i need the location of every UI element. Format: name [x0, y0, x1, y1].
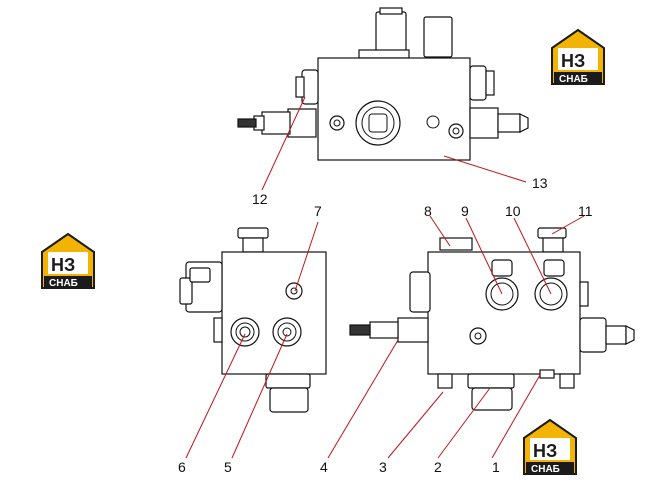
- logo-mark: НЗ: [561, 51, 585, 71]
- callout-13: 13: [532, 175, 548, 191]
- callout-9: 9: [461, 203, 469, 219]
- callout-10: 10: [505, 203, 521, 219]
- callout-1: 1: [492, 459, 500, 475]
- logo-sub: CHAБ: [49, 278, 78, 289]
- logo-mark: НЗ: [533, 441, 557, 461]
- logo-sub: CHAБ: [531, 464, 560, 475]
- leader-lines: [185, 96, 585, 459]
- logo-sub: CHAБ: [559, 74, 588, 85]
- callout-2: 2: [434, 459, 442, 475]
- callout-11: 11: [578, 203, 593, 219]
- callout-labels: 1 2 3 4 5 6 7 8 9 10 11 12 13: [178, 175, 593, 475]
- left-valve-assembly: [179, 227, 327, 413]
- logo-left: НЗ CHAБ: [41, 232, 95, 289]
- logo-top-right: НЗ CHAБ: [551, 28, 605, 85]
- callout-3: 3: [379, 459, 387, 475]
- callout-6: 6: [178, 459, 186, 475]
- top-valve-assembly: [237, 7, 529, 161]
- logo-bottom-right: НЗ CHAБ: [523, 418, 577, 475]
- callout-4: 4: [320, 459, 328, 475]
- callout-5: 5: [224, 459, 232, 475]
- logo-mark: НЗ: [51, 255, 75, 275]
- callout-8: 8: [424, 203, 432, 219]
- right-valve-assembly: [349, 227, 635, 411]
- callout-7: 7: [314, 203, 322, 219]
- callout-12: 12: [252, 191, 268, 207]
